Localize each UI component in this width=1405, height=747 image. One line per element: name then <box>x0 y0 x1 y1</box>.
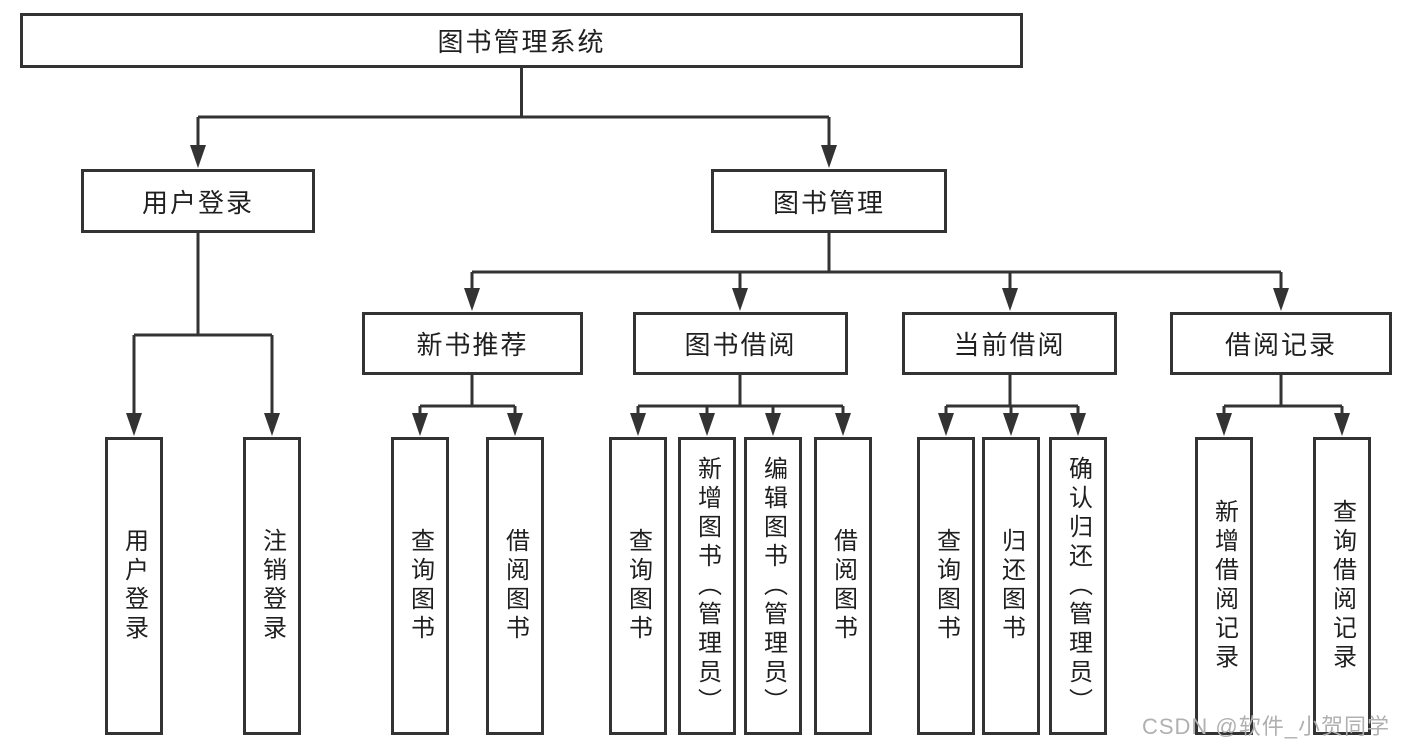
node-current-confirm-return-admin: 确认归还（管理员） <box>1049 437 1107 735</box>
node-recommend-query-books: 查询图书 <box>391 437 449 735</box>
node-borrowing-query-books: 查询图书 <box>609 437 667 735</box>
node-book-borrowing: 图书借阅 <box>633 312 848 375</box>
node-borrowing-edit-books-admin: 编辑图书（管理员） <box>744 437 802 735</box>
node-new-book-recommendation: 新书推荐 <box>362 312 583 375</box>
node-borrowing-borrow-books: 借阅图书 <box>814 437 872 735</box>
node-current-return-books: 归还图书 <box>982 437 1040 735</box>
node-user-login-action: 用户登录 <box>105 437 163 735</box>
node-recommend-borrow-books: 借阅图书 <box>486 437 544 735</box>
arrowheads <box>126 145 1350 436</box>
node-user-login: 用户登录 <box>81 169 315 233</box>
node-current-query-books: 查询图书 <box>917 437 975 735</box>
node-logout-action: 注销登录 <box>243 437 301 735</box>
node-records-add-borrow-record: 新增借阅记录 <box>1195 437 1253 735</box>
csdn-watermark: CSDN @软件_小贺同学 <box>1141 714 1390 739</box>
node-borrowing-add-books-admin: 新增图书（管理员） <box>678 437 736 735</box>
node-book-management: 图书管理 <box>711 169 947 233</box>
node-records-query-borrow-record: 查询借阅记录 <box>1313 437 1371 735</box>
node-library-management-system: 图书管理系统 <box>20 13 1023 68</box>
node-borrowing-records: 借阅记录 <box>1170 312 1392 375</box>
node-current-borrowing: 当前借阅 <box>902 312 1117 375</box>
